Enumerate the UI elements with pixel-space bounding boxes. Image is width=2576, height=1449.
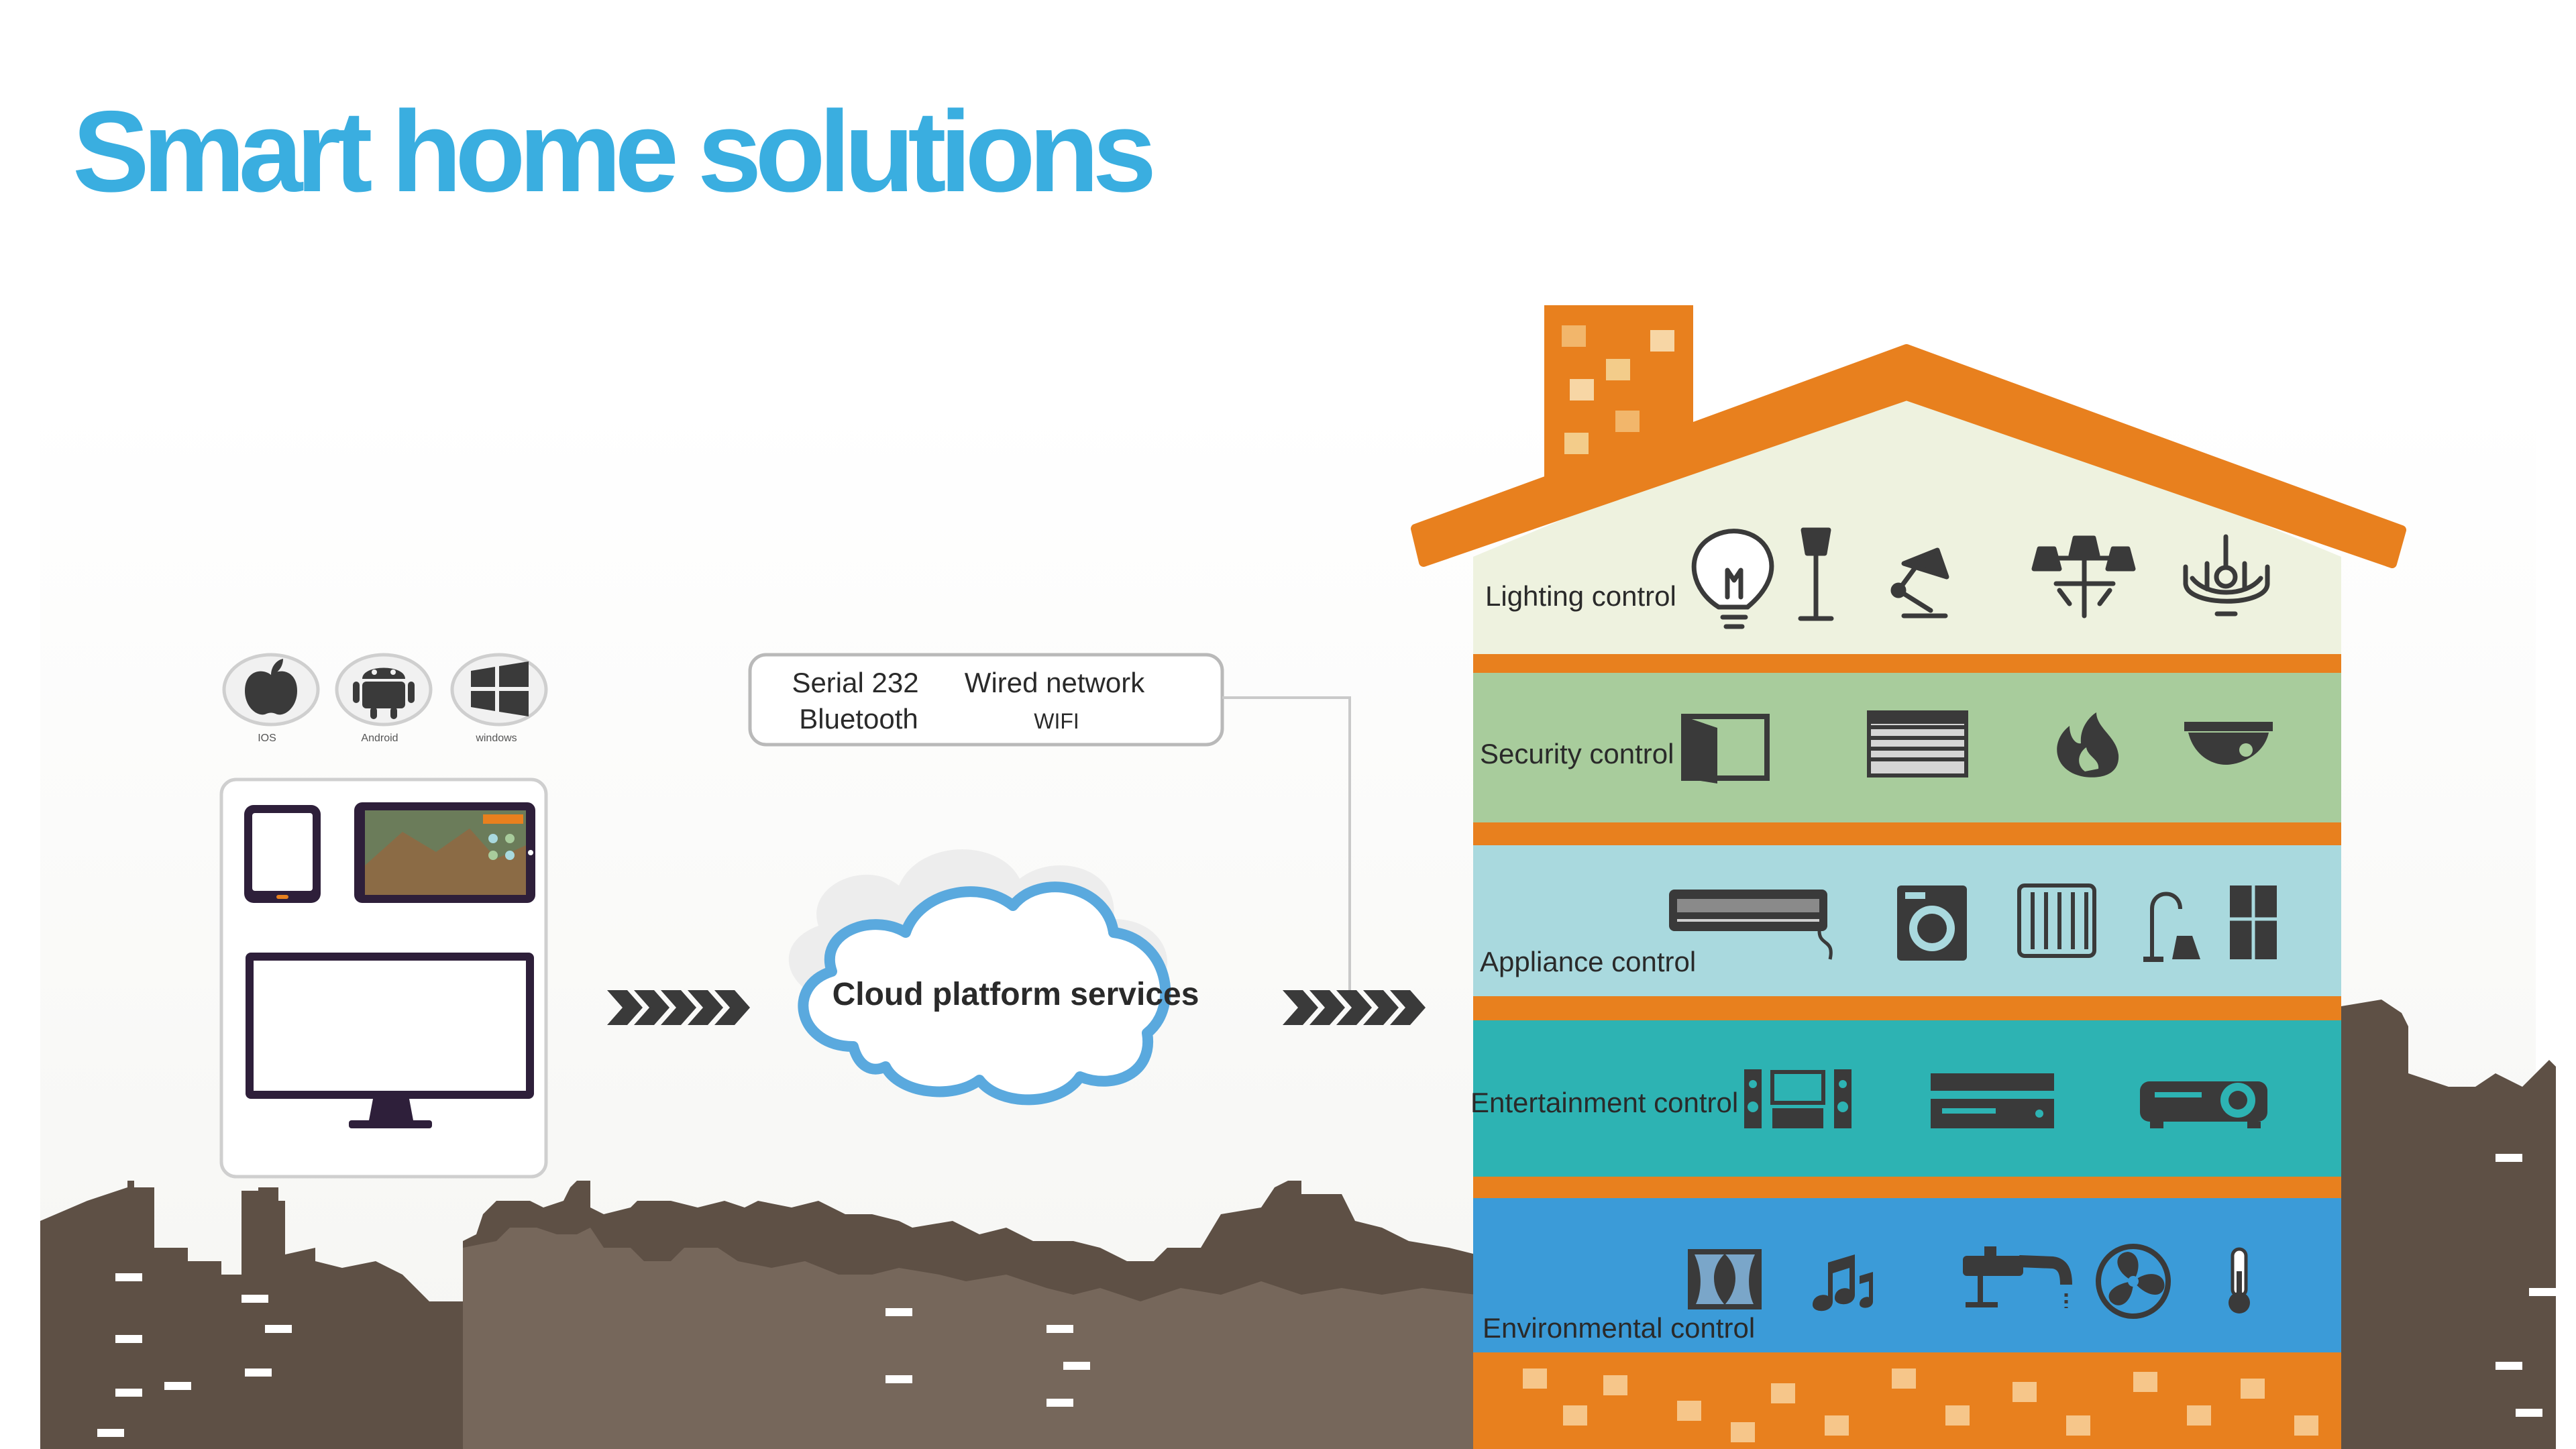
cloud-label: Cloud platform services: [833, 977, 1199, 1012]
city-windows-right: [2496, 1154, 2556, 1417]
wall-lamp-icon: [2031, 535, 2136, 619]
platform-label-android: Android: [361, 733, 398, 744]
faucet-icon: [1963, 1246, 2072, 1308]
camera-icon: [2184, 722, 2273, 765]
refrigerator-icon: [2230, 885, 2277, 959]
arrow-devices-to-cloud: [607, 990, 750, 1025]
thermometer-icon: [2229, 1247, 2250, 1313]
city-windows: [97, 1273, 1090, 1437]
floor-lamp-icon: [1798, 527, 1834, 621]
floor-label-environmental: Environmental control: [1483, 1312, 1755, 1344]
devices-panel: [219, 777, 548, 1179]
curtain-icon: [1688, 1249, 1762, 1309]
platform-label-ios: IOS: [258, 733, 276, 744]
connection-serial: Serial 232: [792, 667, 918, 698]
windows-icon: [450, 653, 548, 727]
house: [1411, 305, 2406, 1449]
cloud-icon: [788, 849, 1171, 1106]
floor-environmental: [1473, 1198, 2341, 1352]
floor-divider: [1473, 654, 2341, 673]
air-conditioner-icon: [1669, 890, 1833, 960]
fire-icon: [2057, 712, 2119, 777]
attic-wall: [1473, 376, 2341, 654]
music-icon: [1813, 1254, 1873, 1311]
floor-divider: [1473, 996, 2341, 1020]
phone-icon: [244, 805, 321, 903]
roof: [1411, 344, 2406, 568]
connection-box: [748, 653, 1224, 747]
foundation: [1473, 1352, 2341, 1449]
apple-icon: [222, 653, 320, 727]
dvd-player-icon: [1931, 1073, 2054, 1128]
city-skyline-right: [2341, 1000, 2556, 1449]
monitor-icon: [246, 953, 534, 1128]
connection-bluetooth: Bluetooth: [799, 703, 918, 735]
floor-label-entertainment: Entertainment control: [1470, 1087, 1738, 1118]
shutter-icon: [1867, 710, 1968, 777]
desk-lamp-icon: [1890, 547, 1949, 619]
android-icon: [335, 653, 433, 727]
platform-label-windows: windows: [475, 733, 517, 744]
bulb-icon: [1691, 529, 1774, 629]
connector-line: [1222, 696, 1351, 994]
stereo-icon: [1744, 1069, 1851, 1128]
arrow-cloud-to-house: [1283, 990, 1426, 1025]
heater-icon: [2017, 883, 2096, 958]
floor-label-lighting: Lighting control: [1485, 580, 1676, 612]
floor-divider: [1473, 822, 2341, 845]
floor-divider: [1473, 1177, 2341, 1198]
chandelier-icon: [2183, 534, 2270, 616]
floor-label-appliance: Appliance control: [1480, 946, 1696, 977]
fan-icon: [2096, 1244, 2171, 1319]
city-skyline-left-light: [463, 1228, 1476, 1449]
page-title: Smart home solutions: [72, 87, 1157, 216]
connection-wifi: WIFI: [1034, 709, 1079, 733]
floor-label-security: Security control: [1480, 738, 1674, 769]
connection-wired: Wired network: [965, 667, 1145, 698]
vacuum-icon: [2143, 892, 2200, 962]
washing-machine-icon: [1897, 885, 1967, 961]
projector-icon: [2140, 1081, 2267, 1128]
tablet-icon: [354, 802, 535, 903]
door-icon: [1681, 714, 1770, 784]
